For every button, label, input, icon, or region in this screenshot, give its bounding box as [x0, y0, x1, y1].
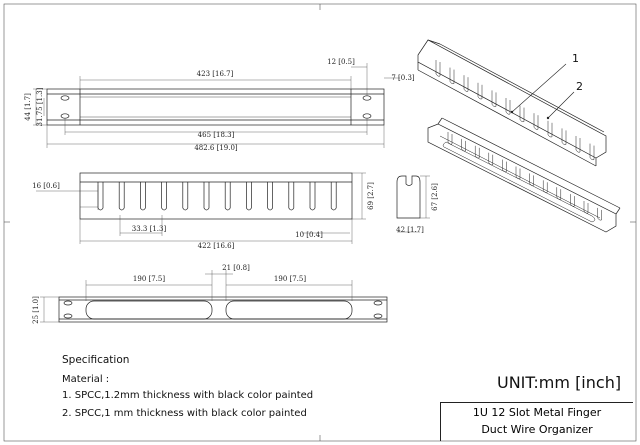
material-heading: Material : — [62, 374, 110, 385]
finger-slot — [203, 182, 210, 211]
dim-back-window-right: 190 [7.5] — [274, 275, 306, 283]
finger-slot — [309, 182, 316, 211]
isometric-finger-slot — [547, 120, 553, 138]
isometric-part-2 — [427, 117, 621, 233]
dim-front-finger-pitch: 33.3 [1.3] — [132, 225, 167, 233]
finger-slot — [224, 182, 231, 211]
front-view-dimension-lines — [36, 172, 366, 244]
isometric-finger-slot — [515, 166, 521, 179]
back-view-dimension-lines — [40, 270, 353, 323]
dim-top-side: 7 [0.3] — [391, 74, 415, 82]
material-item-2: 2. SPCC,1 mm thickness with black color … — [62, 408, 307, 419]
dim-side-depth: 42 [1.7] — [396, 226, 424, 234]
specification-heading: Specification — [62, 354, 130, 366]
isometric-finger-slot — [575, 136, 581, 153]
isometric-finger-slot — [461, 138, 466, 152]
isometric-part-1 — [417, 39, 607, 167]
finger-slot — [97, 182, 104, 211]
isometric-finger-slot — [519, 105, 525, 123]
dim-back-gap: 21 [0.8] — [222, 264, 250, 272]
isometric-finger-slot — [556, 187, 562, 200]
finger-slot — [246, 182, 252, 211]
finger-slot — [267, 182, 273, 211]
isometric-finger-slot — [449, 67, 455, 85]
dim-front-width: 422 [16.6] — [198, 242, 235, 250]
isometric-finger-slot — [542, 180, 548, 193]
callout-1: 1 — [572, 52, 579, 65]
side-view-dimension-lines — [397, 175, 430, 233]
isometric-finger-slot — [589, 143, 595, 161]
isometric-finger-slot — [491, 90, 497, 107]
dim-front-height: 69 [2.7] — [367, 182, 375, 210]
side-view — [396, 175, 421, 219]
dim-top-overall-width: 482.6 [19.0] — [194, 144, 238, 152]
isometric-finger-slot — [533, 113, 539, 130]
unit-label: UNIT:mm [inch] — [497, 373, 622, 392]
finger-slot — [288, 182, 295, 211]
top-view-dimension-lines — [33, 63, 400, 148]
isometric-finger-slot — [474, 145, 480, 159]
isometric-fingers-bottom — [447, 132, 602, 221]
title-block: 1U 12 Slot Metal Finger Duct Wire Organi… — [440, 402, 633, 441]
dim-top-width: 423 [16.7] — [197, 70, 234, 78]
isometric-finger-slot — [583, 201, 589, 214]
isometric-finger-slot — [561, 128, 567, 145]
dim-front-finger-gap: 10 [0.4] — [295, 231, 323, 239]
front-view — [79, 172, 353, 220]
isometric-finger-slot — [502, 159, 507, 173]
callout-2: 2 — [576, 80, 583, 93]
dim-side-height: 67 [2.6] — [431, 183, 439, 211]
dim-top-offset: 12 [0.5] — [327, 58, 355, 66]
dim-top-hole-spacing: 465 [18.3] — [198, 131, 235, 139]
leader-line-2 — [547, 91, 575, 119]
isometric-finger-slot — [529, 173, 534, 186]
title-line-2: Duct Wire Organizer — [481, 423, 593, 436]
finger-slots — [97, 182, 337, 211]
finger-slot — [118, 182, 125, 211]
finger-slot — [330, 182, 337, 211]
dim-back-window-left: 190 [7.5] — [133, 275, 165, 283]
isometric-finger-slot — [505, 98, 511, 115]
isometric-fingers-top — [435, 60, 595, 161]
finger-slot — [161, 182, 167, 211]
isometric-finger-slot — [477, 82, 483, 100]
isometric-finger-slot — [570, 194, 575, 207]
isometric-finger-slot — [435, 60, 441, 77]
isometric-finger-slot — [488, 152, 494, 166]
back-view — [58, 296, 388, 323]
top-view — [46, 88, 385, 126]
dim-front-left-offset: 16 [0.6] — [32, 182, 60, 190]
isometric-finger-slot — [597, 207, 602, 221]
finger-slot — [140, 182, 146, 211]
isometric-finger-slot — [447, 132, 453, 145]
dim-top-height-total: 44 [1.7] — [24, 93, 32, 121]
isometric-finger-slot — [463, 75, 469, 92]
finger-slot — [182, 182, 189, 211]
title-line-1: 1U 12 Slot Metal Finger — [472, 406, 602, 419]
dim-back-height: 25 [1.0] — [32, 296, 40, 324]
dim-top-height-holes: 31.75 [1.3] — [36, 87, 44, 126]
leader-line-1 — [511, 63, 567, 113]
material-item-1: 1. SPCC,1.2mm thickness with black color… — [62, 390, 314, 401]
